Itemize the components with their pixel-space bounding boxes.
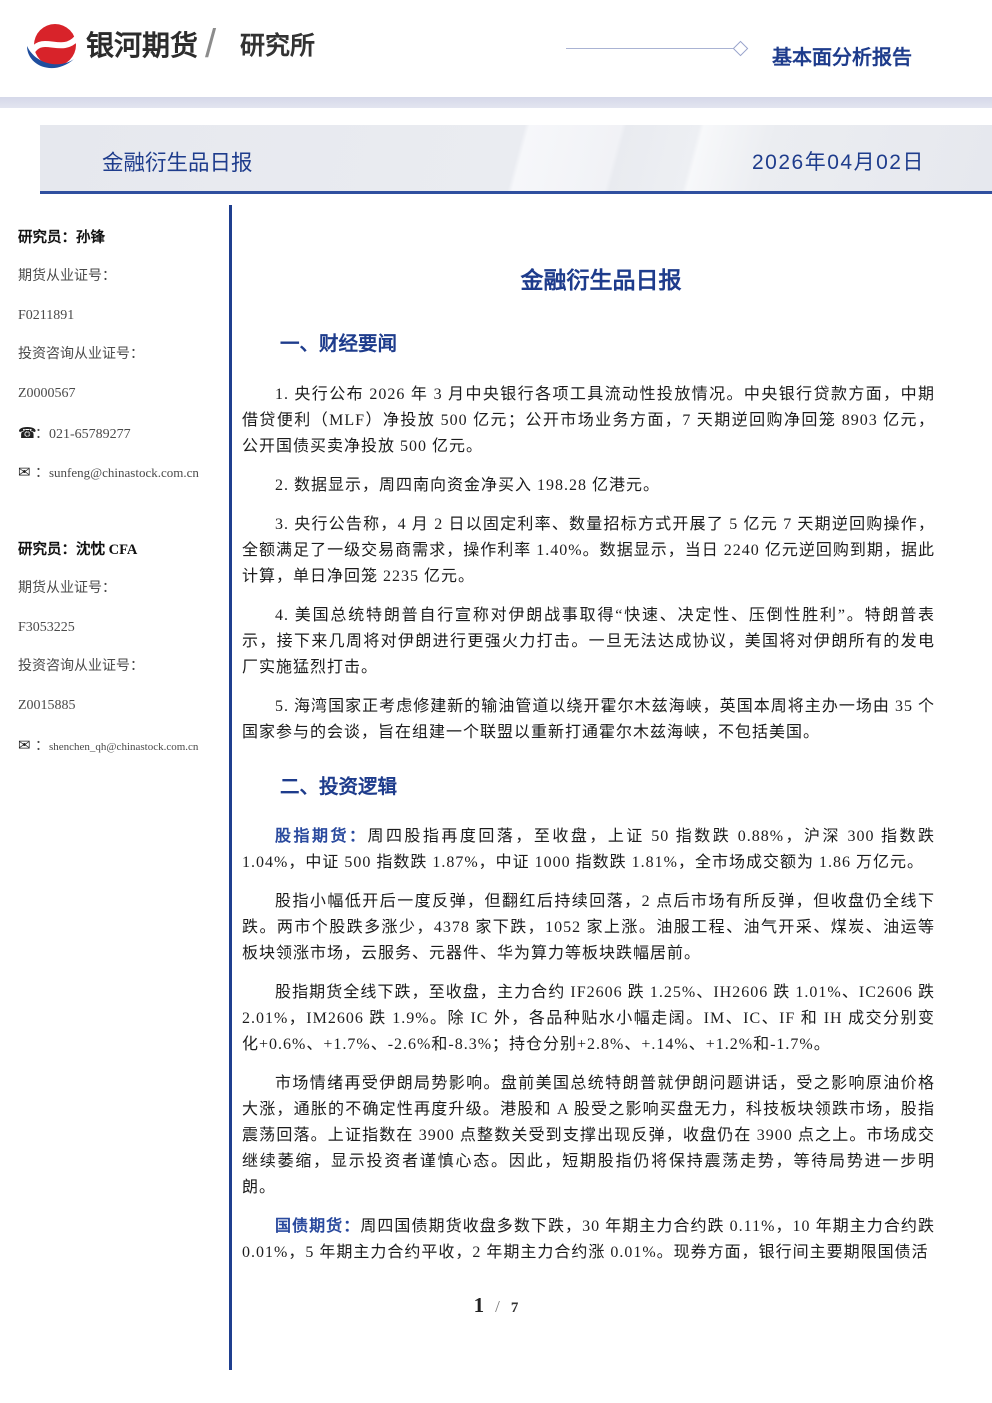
consulting-license-label: 投资咨询从业证号： — [18, 347, 144, 362]
paragraph-lead: 国债期货： — [275, 1218, 361, 1235]
paragraph-text: 股指小幅低开后一度反弹，但翻红后持续回落，2 点后市场有所反弹，但收盘仍全线下跌… — [242, 893, 935, 962]
email-address: sunfeng@chinastock.com.cn — [49, 465, 199, 480]
phone-separator: ： — [35, 427, 49, 442]
author-sidebar: 研究员：孙锋 期货从业证号： F0211891 投资咨询从业证号： Z00005… — [18, 226, 224, 772]
logic-paragraph: 国债期货：周四国债期货收盘多数下跌，30 年期主力合约跌 0.11%，10 年期… — [242, 1214, 935, 1266]
banner-title: 金融衍生品日报 — [102, 151, 253, 175]
galaxy-futures-logo-icon — [24, 21, 80, 73]
email-icon — [18, 733, 35, 757]
news-item: 2. 数据显示，周四南向资金净买入 198.28 亿港元。 — [275, 477, 661, 494]
news-item: 3. 央行公告称，4 月 2 日以固定利率、数量招标方式开展了 5 亿元 7 天… — [242, 516, 935, 585]
email-icon — [18, 460, 35, 484]
brand-name: 银河期货 — [86, 30, 199, 61]
phone-icon — [18, 421, 35, 445]
paragraph-text: 周四国债期货收盘多数下跌，30 年期主力合约跌 0.11%，10 年期主力合约跌… — [242, 1218, 935, 1261]
report-type: 基本面分析报告 — [772, 47, 912, 69]
news-item: 5. 海湾国家正考虑修建新的输油管道以绕开霍尔木兹海峡，英国本周将主办一场由 3… — [242, 698, 935, 741]
futures-license-number: F3053225 — [18, 620, 75, 635]
division-name: 研究所 — [240, 32, 316, 60]
email-address: shenchen_qh@chinastock.com.cn — [49, 741, 199, 753]
email-row: ：sunfeng@chinastock.com.cn — [18, 460, 224, 499]
page-separator: / — [495, 1297, 500, 1316]
paragraph-text: 股指期货全线下跌，至收盘，主力合约 IF2606 跌 1.25%、IH2606 … — [242, 984, 935, 1053]
email-separator: ： — [35, 466, 49, 481]
phone-number: 021-65789277 — [49, 427, 131, 442]
total-pages: 7 — [510, 1300, 519, 1316]
researcher-name: 研究员：沈忱 CFA — [18, 542, 138, 558]
researcher-card: 研究员：沈忱 CFA 期货从业证号： F3053225 投资咨询从业证号： Z0… — [18, 538, 224, 772]
phone-row: ：021-65789277 — [18, 421, 224, 460]
researcher-card: 研究员：孙锋 期货从业证号： F0211891 投资咨询从业证号： Z00005… — [18, 226, 224, 499]
logic-paragraph: 市场情绪再受伊朗局势影响。盘前美国总统特朗普就伊朗问题讲话，受之影响原油价格大涨… — [242, 1071, 935, 1201]
header-rule — [566, 48, 734, 49]
paragraph-text: 周四股指再度回落，至收盘，上证 50 指数跌 0.88%，沪深 300 指数跌 … — [242, 828, 935, 871]
consulting-license-number: Z0000567 — [18, 386, 76, 401]
section-heading-logic: 二、投资逻辑 — [280, 776, 398, 798]
futures-license-number: F0211891 — [18, 308, 75, 323]
sidebar-divider — [229, 205, 232, 1370]
paragraph-lead: 股指期货： — [275, 828, 368, 845]
consulting-license-label: 投资咨询从业证号： — [18, 659, 144, 674]
logic-paragraph: 股指期货：周四股指再度回落，至收盘，上证 50 指数跌 0.88%，沪深 300… — [242, 824, 935, 876]
report-banner: 金融衍生品日报 2026年04月02日 — [40, 125, 992, 194]
futures-license-label: 期货从业证号： — [18, 581, 116, 596]
banner-date: 2026年04月02日 — [752, 151, 925, 174]
email-row: ：shenchen_qh@chinastock.com.cn — [18, 733, 224, 772]
logic-paragraph: 股指期货全线下跌，至收盘，主力合约 IF2606 跌 1.25%、IH2606 … — [242, 980, 935, 1058]
section-heading-news: 一、财经要闻 — [280, 333, 398, 355]
email-separator: ： — [35, 739, 49, 754]
header-separator: / — [205, 22, 217, 66]
futures-license-label: 期货从业证号： — [18, 269, 116, 284]
paragraph-text: 市场情绪再受伊朗局势影响。盘前美国总统特朗普就伊朗问题讲话，受之影响原油价格大涨… — [242, 1075, 935, 1196]
logo-graphic — [27, 24, 80, 69]
news-item: 1. 央行公布 2026 年 3 月中央银行各项工具流动性投放情况。中央银行贷款… — [242, 386, 935, 455]
header-band — [0, 97, 992, 108]
news-item: 4. 美国总统特朗普自行宣称对伊朗战事取得“快速、决定性、压倒性胜利”。特朗普表… — [242, 607, 935, 676]
page-title: 金融衍生品日报 — [520, 267, 682, 293]
researcher-name: 研究员：孙锋 — [18, 230, 105, 246]
report-body: 金融衍生品日报 一、财经要闻 1. 央行公布 2026 年 3 月中央银行各项工… — [242, 262, 935, 1266]
current-page: 1 — [473, 1293, 485, 1317]
diamond-icon — [732, 40, 749, 57]
consulting-license-number: Z0015885 — [18, 698, 76, 713]
page-number: 1 / 7 — [0, 1291, 992, 1322]
logic-paragraph: 股指小幅低开后一度反弹，但翻红后持续回落，2 点后市场有所反弹，但收盘仍全线下跌… — [242, 889, 935, 967]
